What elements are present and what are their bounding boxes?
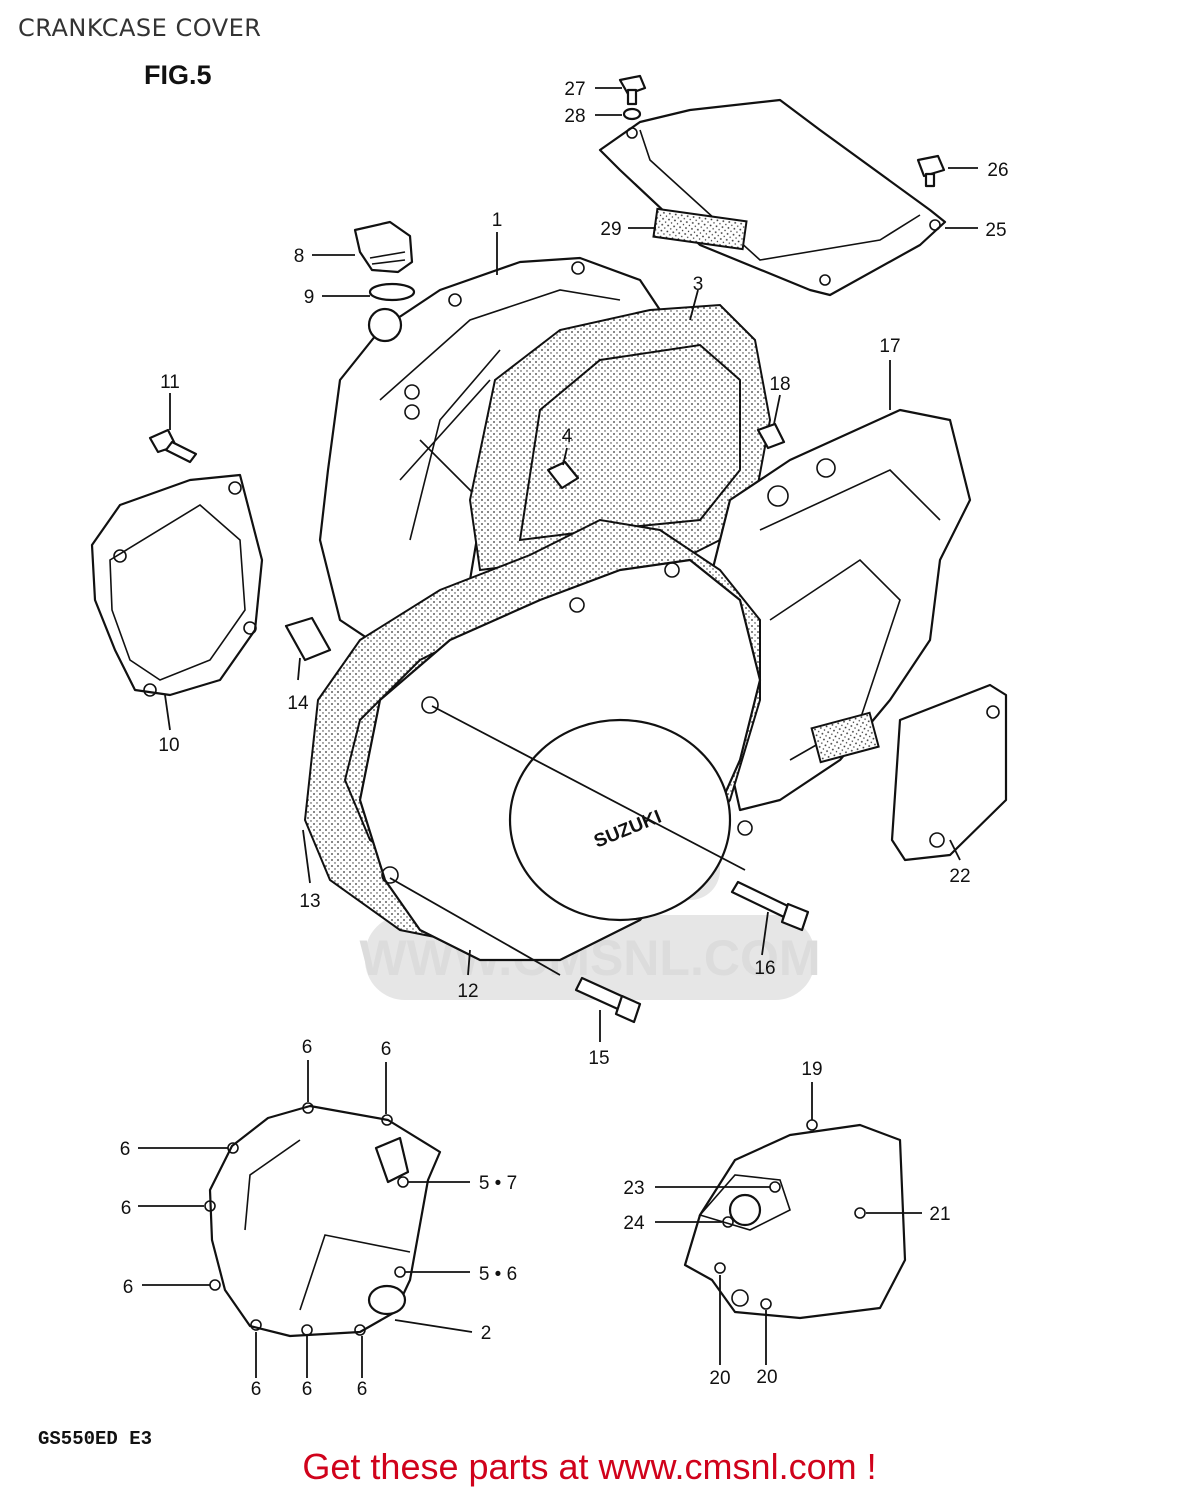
callout-9: 9 <box>304 287 315 308</box>
callout-8: 8 <box>294 246 305 267</box>
callout-4: 4 <box>562 426 573 447</box>
part-28-washer <box>622 107 642 121</box>
callout-6-bottom-2: 6 <box>302 1379 313 1400</box>
part-10-side-cover <box>90 473 264 697</box>
figure-label: FIG.5 <box>144 60 212 90</box>
callout-5-7: 5 • 7 <box>479 1173 517 1194</box>
part-25-cover <box>598 98 947 297</box>
callout-12: 12 <box>457 981 478 1002</box>
part-22-plate <box>890 683 1008 862</box>
callout-20-left: 20 <box>709 1368 730 1389</box>
callout-6-left-3: 6 <box>123 1277 134 1298</box>
part-4-dowel <box>546 460 580 490</box>
page-title: CRANKCASE COVER <box>18 14 262 42</box>
part-17-housing <box>698 408 972 812</box>
part-19-cover <box>683 1119 907 1320</box>
leader-lines <box>138 87 978 1378</box>
part-16-bolt <box>730 880 810 932</box>
model-code: GS550ED E3 <box>38 1428 153 1450</box>
part-12-clutch-cover: SUZUKI <box>358 558 762 962</box>
part-11-bolt <box>148 428 198 464</box>
part-2-lower-cover <box>204 1102 442 1338</box>
callout-17: 17 <box>879 336 900 357</box>
callout-20-right: 20 <box>756 1367 777 1388</box>
callout-29: 29 <box>600 219 621 240</box>
footer-link[interactable]: Get these parts at www.cmsnl.com ! <box>302 1446 877 1487</box>
callout-1: 1 <box>492 210 503 231</box>
callout-10: 10 <box>158 735 179 756</box>
callout-11: 11 <box>160 372 180 393</box>
part-18-dowel <box>756 422 786 450</box>
callout-6-bottom-3: 6 <box>357 1379 368 1400</box>
part-9-o-ring <box>368 282 416 302</box>
callout-19: 19 <box>801 1059 822 1080</box>
callout-15: 15 <box>588 1048 609 1069</box>
callout-6-bottom-1: 6 <box>251 1379 262 1400</box>
callout-13: 13 <box>299 891 320 912</box>
callout-24: 24 <box>623 1213 645 1234</box>
callout-16: 16 <box>754 958 775 979</box>
callout-25: 25 <box>985 220 1006 241</box>
part-15-bolt <box>574 976 642 1024</box>
part-14-spacer <box>284 616 332 662</box>
callout-23: 23 <box>623 1178 644 1199</box>
callout-6-top-right: 6 <box>381 1039 392 1060</box>
callout-6-left-1: 6 <box>120 1139 131 1160</box>
callout-2: 2 <box>481 1323 492 1344</box>
callout-14: 14 <box>287 693 309 714</box>
callout-3: 3 <box>693 274 704 295</box>
callout-6-top-left: 6 <box>302 1037 313 1058</box>
part-8-filler-cap <box>353 220 414 274</box>
part-26-bolt <box>916 154 946 188</box>
callout-18: 18 <box>769 374 790 395</box>
callout-26: 26 <box>987 160 1008 181</box>
callout-27: 27 <box>564 79 585 100</box>
callout-6-left-2: 6 <box>121 1198 132 1219</box>
part-29-filter <box>652 207 748 251</box>
callout-5-6: 5 • 6 <box>479 1264 517 1285</box>
part-27-bolt <box>618 74 647 106</box>
callout-22: 22 <box>949 866 970 887</box>
callout-28: 28 <box>564 106 585 127</box>
callout-21: 21 <box>929 1204 950 1225</box>
